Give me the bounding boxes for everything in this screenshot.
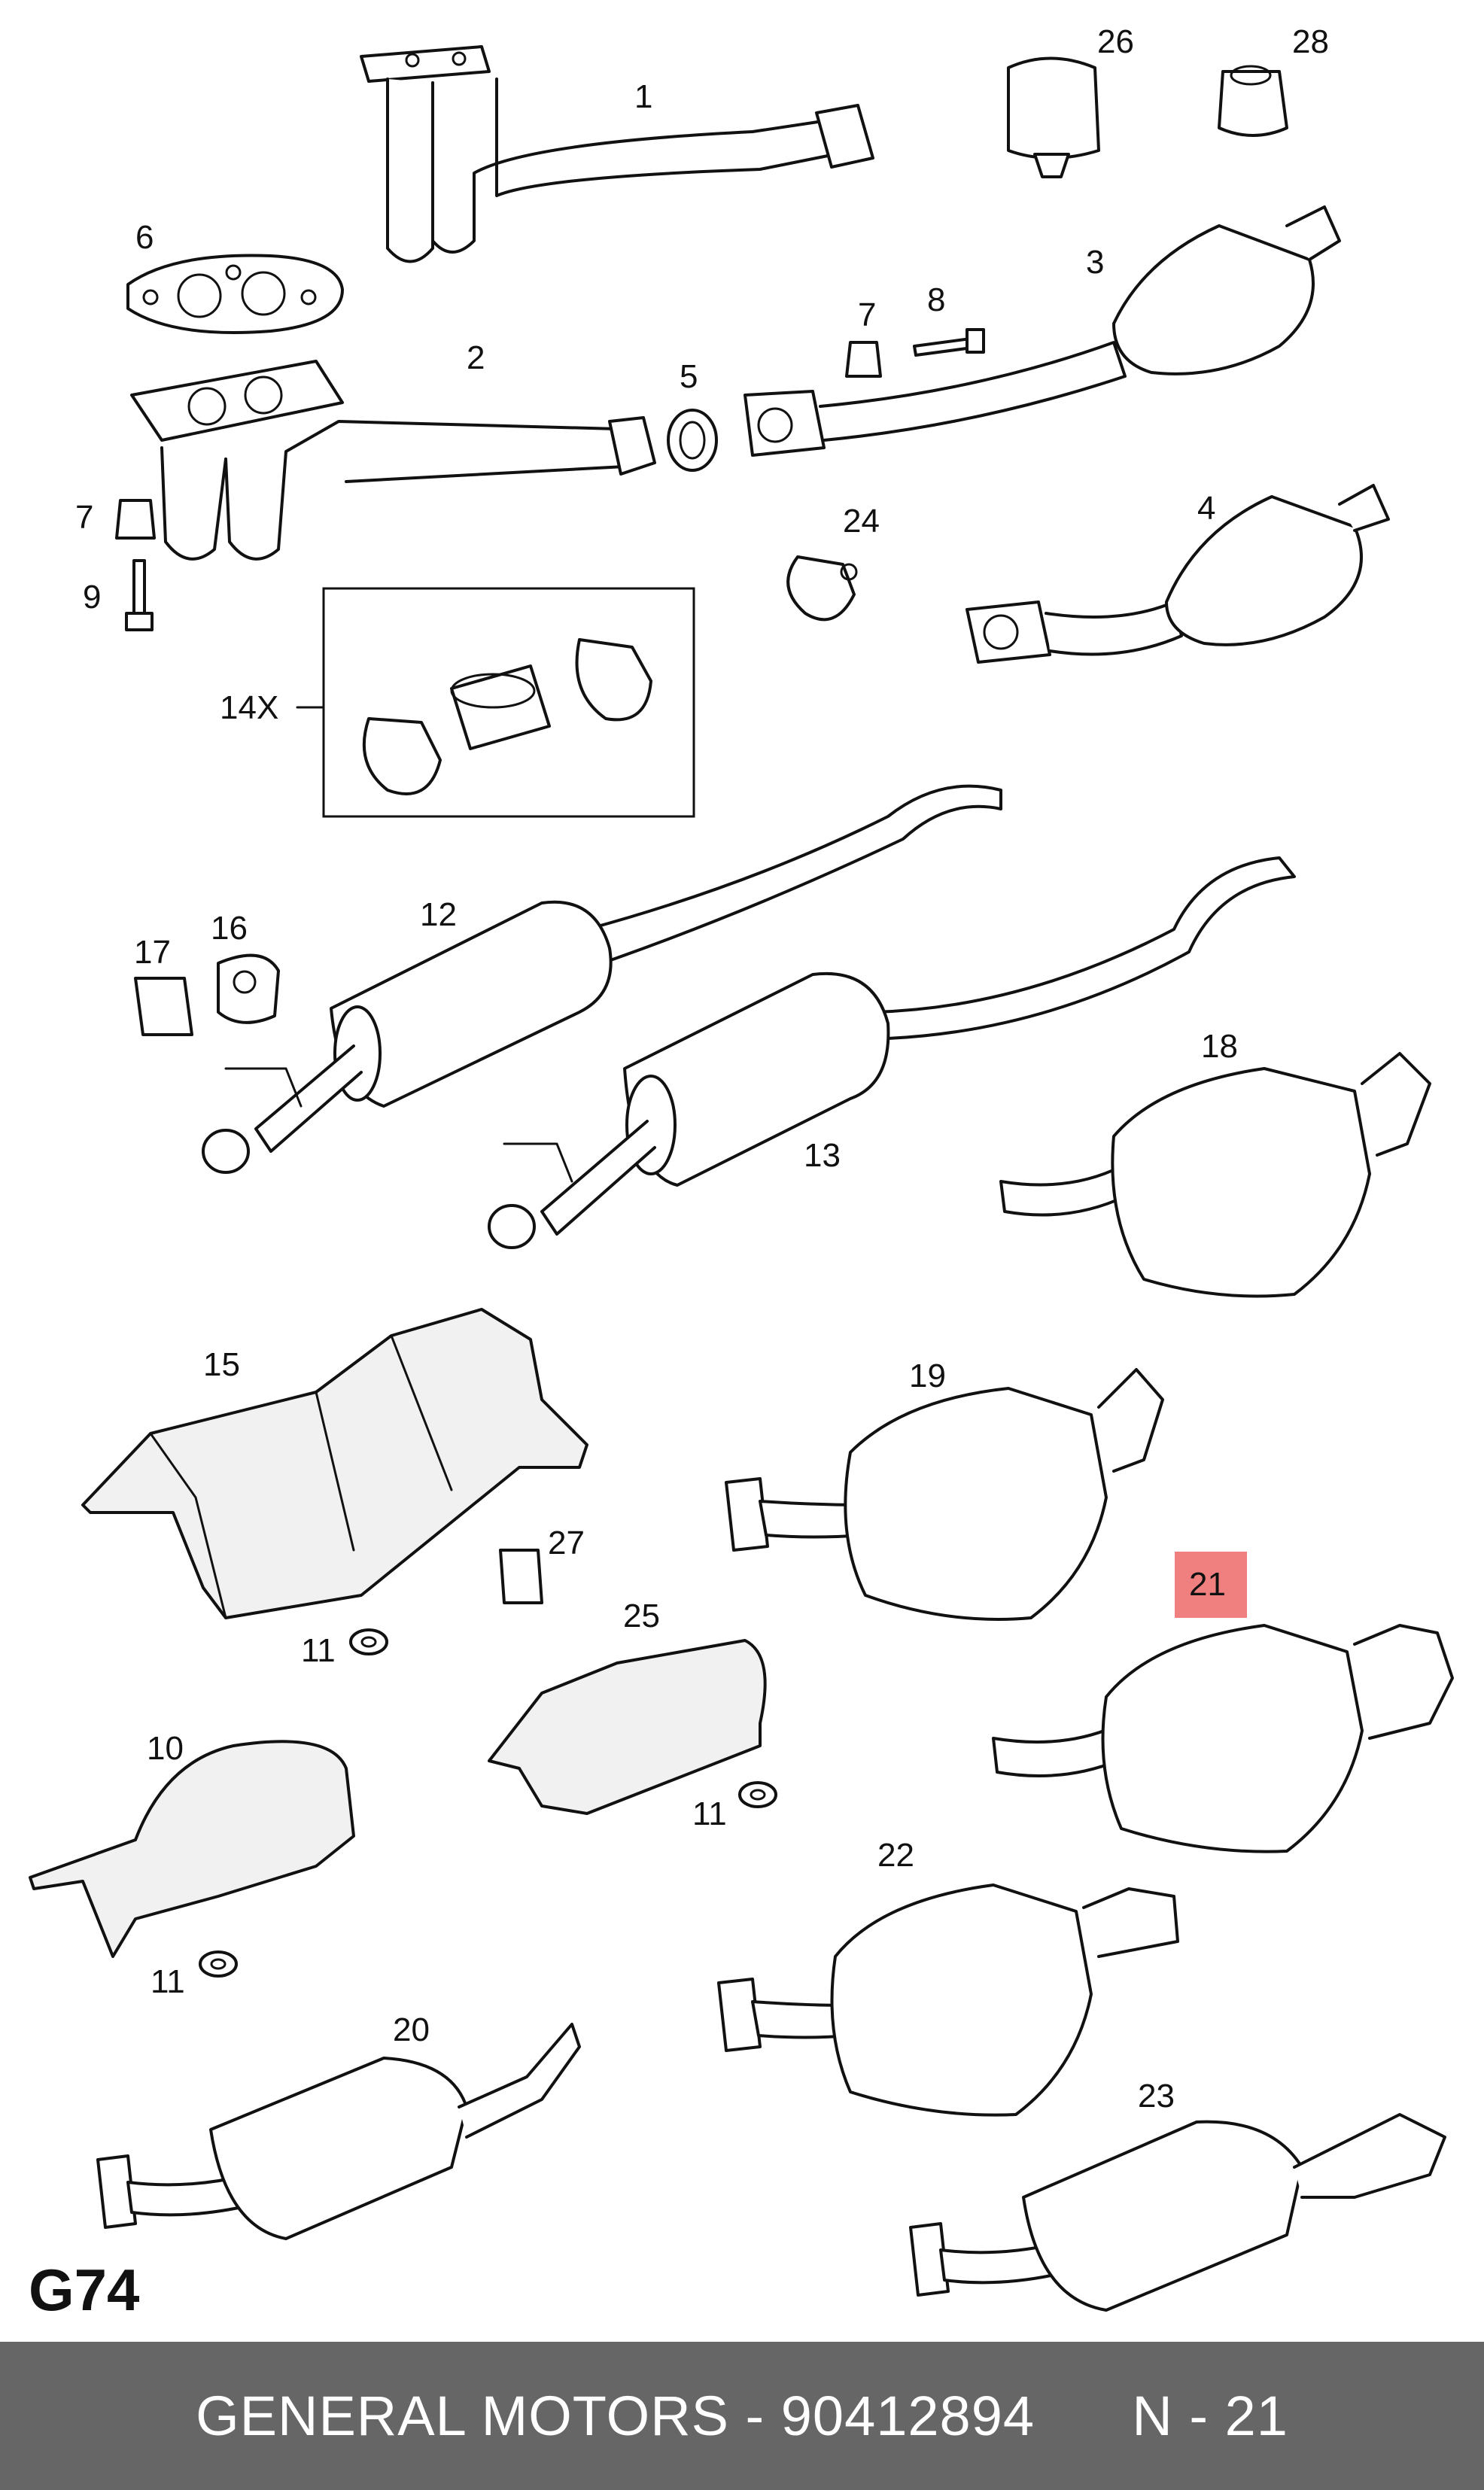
label-11a: 11 bbox=[301, 1632, 336, 1669]
label-20: 20 bbox=[393, 2011, 430, 2048]
label-9: 9 bbox=[83, 579, 101, 616]
footer-separator: - bbox=[729, 2385, 781, 2447]
label-11c: 11 bbox=[151, 1963, 185, 2000]
label-7b: 7 bbox=[75, 499, 93, 536]
label-15: 15 bbox=[203, 1346, 240, 1383]
label-26: 26 bbox=[1097, 23, 1134, 60]
footer-bar: GENERAL MOTORS - 90412894 N - 21 bbox=[0, 2342, 1484, 2490]
part-7-bushing-left bbox=[115, 499, 156, 540]
label-4: 4 bbox=[1197, 490, 1215, 527]
exhaust-system-diagram: 1 2 3 4 5 6 7 7 8 9 10 11 11 11 12 13 14… bbox=[29, 23, 1454, 2312]
part-18-rear-silencer bbox=[999, 1052, 1431, 1298]
part-11-nut-a bbox=[349, 1628, 388, 1655]
label-2: 2 bbox=[467, 339, 485, 376]
label-6: 6 bbox=[135, 219, 154, 256]
part-19-rear-silencer bbox=[725, 1368, 1164, 1621]
label-21: 21 bbox=[1189, 1566, 1226, 1603]
part-2-front-pipe bbox=[130, 360, 656, 561]
label-1: 1 bbox=[634, 78, 652, 115]
label-14x: 14X bbox=[220, 689, 278, 726]
part-13-centre-silencer bbox=[488, 856, 1296, 1249]
label-10: 10 bbox=[147, 1730, 184, 1767]
part-8-bolt bbox=[913, 328, 985, 357]
part-11-nut-b bbox=[738, 1781, 777, 1808]
footer-text: GENERAL MOTORS - 90412894 N - 21 bbox=[196, 2384, 1288, 2448]
part-26-rubber-mount bbox=[1007, 56, 1100, 178]
part-23-rear-silencer bbox=[909, 2113, 1446, 2312]
part-1-front-pipe bbox=[360, 45, 874, 263]
part-22-rear-silencer bbox=[717, 1883, 1179, 2117]
label-17: 17 bbox=[134, 934, 171, 971]
part-27-clip bbox=[499, 1549, 543, 1604]
footer-brand: GENERAL MOTORS bbox=[196, 2385, 729, 2447]
label-12: 12 bbox=[420, 896, 457, 933]
label-3: 3 bbox=[1086, 244, 1104, 281]
part-10-heat-shield bbox=[29, 1740, 355, 1958]
footer-ref: N - 21 bbox=[1132, 2385, 1288, 2447]
highlight-box-21 bbox=[1175, 1552, 1247, 1618]
part-12-centre-silencer bbox=[202, 784, 1002, 1174]
footer-part-number: 90412894 bbox=[780, 2385, 1035, 2447]
label-7a: 7 bbox=[858, 296, 876, 333]
part-15-heat-shield bbox=[81, 1308, 588, 1619]
label-5: 5 bbox=[680, 358, 698, 395]
part-7-bushing-top bbox=[845, 341, 882, 378]
label-16: 16 bbox=[211, 910, 248, 947]
label-23: 23 bbox=[1138, 2078, 1175, 2115]
label-13: 13 bbox=[804, 1137, 841, 1174]
part-6-gasket bbox=[126, 254, 344, 334]
part-20-rear-silencer bbox=[96, 2023, 581, 2240]
page-code: G74 bbox=[29, 2257, 140, 2323]
part-24-clamp bbox=[786, 555, 858, 622]
part-5-seal-ring bbox=[667, 409, 718, 472]
part-16-hanger bbox=[217, 953, 280, 1024]
part-14x-repair-kit bbox=[296, 587, 695, 818]
label-25: 25 bbox=[623, 1598, 660, 1634]
label-28: 28 bbox=[1292, 23, 1329, 60]
label-27: 27 bbox=[548, 1525, 585, 1561]
part-28-plug bbox=[1218, 65, 1288, 137]
part-21-rear-silencer-highlighted bbox=[992, 1624, 1454, 1853]
part-11-nut-c bbox=[199, 1950, 238, 1978]
label-22: 22 bbox=[877, 1837, 914, 1874]
part-17-clip bbox=[134, 977, 193, 1036]
label-18: 18 bbox=[1201, 1028, 1238, 1065]
part-9-bolt bbox=[125, 559, 154, 631]
footer-gap bbox=[1035, 2385, 1132, 2447]
part-4-catalytic-converter bbox=[966, 484, 1390, 664]
part-25-heat-shield bbox=[488, 1639, 767, 1815]
label-24: 24 bbox=[843, 503, 880, 540]
part-3-catalytic-converter bbox=[744, 205, 1341, 457]
label-11b: 11 bbox=[692, 1795, 727, 1832]
label-19: 19 bbox=[909, 1357, 946, 1394]
label-8: 8 bbox=[927, 281, 945, 318]
